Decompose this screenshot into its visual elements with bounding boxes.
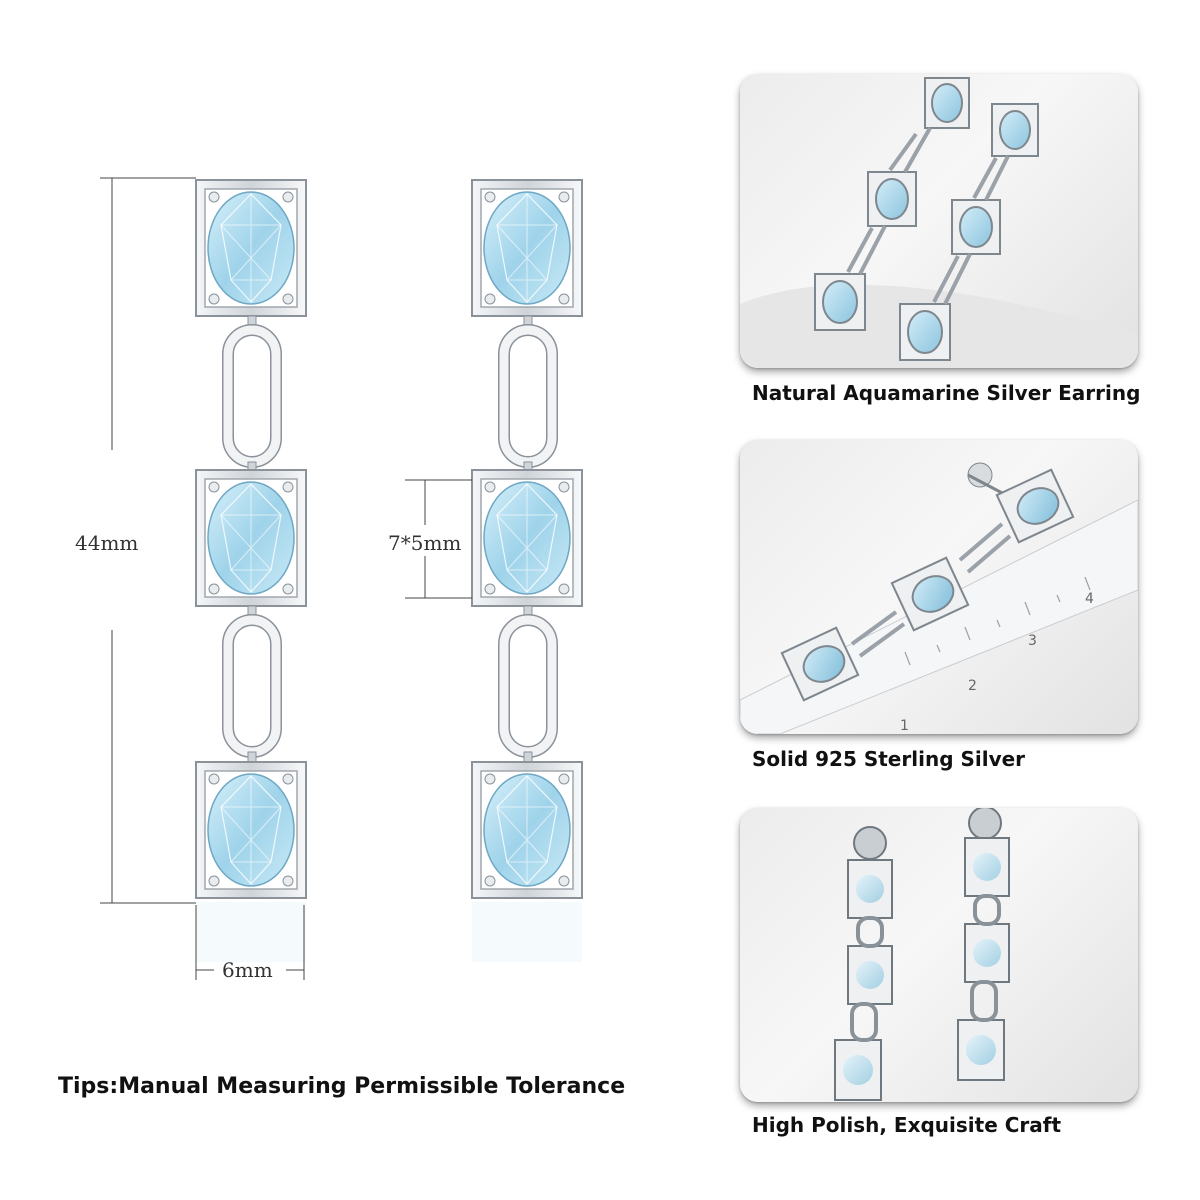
photo-hanging-earrings	[740, 74, 1138, 368]
width-label: 6mm	[222, 958, 273, 982]
length-label: 44mm	[75, 531, 138, 555]
right-earring-drawing	[471, 179, 583, 962]
ruler-number-4: 4	[1085, 591, 1094, 607]
caption-aquamarine: Natural Aquamarine Silver Earring	[752, 381, 1141, 405]
left-earring-drawing	[195, 179, 307, 962]
stone-dimension	[405, 479, 472, 599]
photo-back-view	[740, 808, 1138, 1102]
width-dimension	[195, 905, 305, 980]
ruler-number-1: 1	[900, 718, 909, 734]
ruler-number-3: 3	[1028, 633, 1037, 649]
length-dimension	[100, 177, 196, 904]
ruler-number-2: 2	[968, 678, 977, 694]
stone-size-label: 7*5mm	[388, 531, 461, 555]
tolerance-note: Tips:Manual Measuring Permissible Tolera…	[58, 1074, 626, 1099]
photo-earring-on-ruler: 1 2 3 4	[740, 440, 1138, 734]
caption-sterling-silver: Solid 925 Sterling Silver	[752, 747, 1026, 771]
earring-dimension-drawing: 44mm 7*5mm 6mm	[75, 177, 583, 982]
caption-high-polish: High Polish, Exquisite Craft	[752, 1113, 1062, 1137]
